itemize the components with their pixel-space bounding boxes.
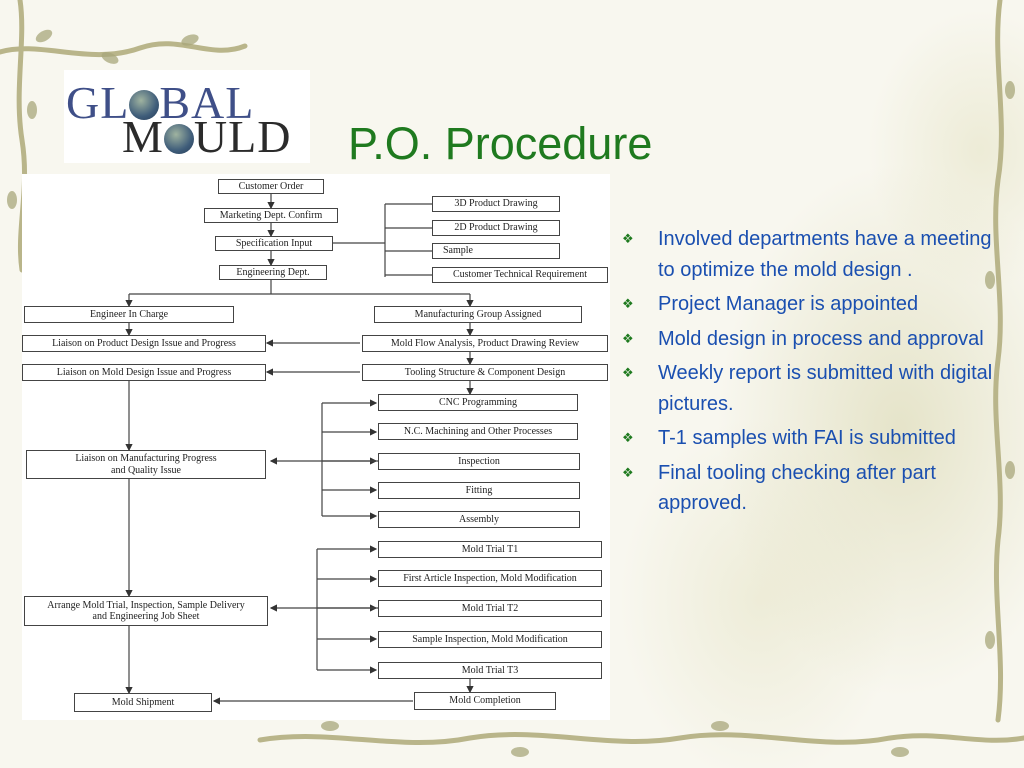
box-liaison-product-design: Liaison on Product Design Issue and Prog… [22,335,266,352]
box-inspection: Inspection [378,453,580,470]
box-mold-flow-analysis: Mold Flow Analysis, Product Drawing Revi… [362,335,608,352]
list-item: ❖T-1 samples with FAI is submitted [622,423,1002,454]
list-item: ❖Weekly report is submitted with digital… [622,358,1002,419]
bullet-list: ❖Involved departments have a meeting to … [622,224,1002,523]
box-tooling-structure: Tooling Structure & Component Design [362,364,608,381]
box-2d-product-drawing: 2D Product Drawing [432,220,560,236]
diamond-bullet-icon: ❖ [622,296,634,311]
box-customer-order: Customer Order [218,179,324,194]
box-specification-input: Specification Input [215,236,333,251]
globe-icon [163,124,194,154]
box-first-article-inspection: First Article Inspection, Mold Modificat… [378,570,602,587]
list-item: ❖Final tooling checking after part appro… [622,458,1002,519]
box-nc-machining: N.C. Machining and Other Processes [378,423,578,440]
diamond-bullet-icon: ❖ [622,231,634,246]
box-mold-trial-t2: Mold Trial T2 [378,600,602,617]
diamond-bullet-icon: ❖ [622,464,634,480]
box-assembly: Assembly [378,511,580,528]
box-3d-product-drawing: 3D Product Drawing [432,196,560,212]
box-mold-trial-t3: Mold Trial T3 [378,662,602,679]
box-liaison-manufacturing: Liaison on Manufacturing Progress and Qu… [26,450,266,479]
page-title: P.O. Procedure [348,118,653,169]
box-marketing-confirm: Marketing Dept. Confirm [204,208,338,223]
diamond-bullet-icon: ❖ [622,330,634,346]
box-customer-technical-requirement: Customer Technical Requirement [432,267,608,283]
box-engineer-in-charge: Engineer In Charge [24,306,234,323]
box-sample: Sample [432,243,560,259]
globe-icon [129,90,160,120]
diamond-bullet-icon: ❖ [622,430,634,445]
list-item: ❖Mold design in process and approval [622,324,1002,355]
list-item: ❖Involved departments have a meeting to … [622,224,1002,285]
box-liaison-mold-design: Liaison on Mold Design Issue and Progres… [22,364,266,381]
box-engineering-dept: Engineering Dept. [219,265,327,280]
diamond-bullet-icon: ❖ [622,365,634,380]
box-mold-shipment: Mold Shipment [74,693,212,712]
box-mold-completion: Mold Completion [414,692,556,710]
flowchart-connectors [125,194,474,705]
list-item: ❖Project Manager is appointed [622,289,1002,320]
po-flowchart: Customer Order Marketing Dept. Confirm S… [22,174,610,720]
box-arrange-mold-trial: Arrange Mold Trial, Inspection, Sample D… [24,596,268,626]
box-sample-inspection: Sample Inspection, Mold Modification [378,631,602,648]
box-fitting: Fitting [378,482,580,499]
box-mold-trial-t1: Mold Trial T1 [378,541,602,558]
box-cnc-programming: CNC Programming [378,394,578,411]
box-manufacturing-group: Manufacturing Group Assigned [374,306,582,323]
